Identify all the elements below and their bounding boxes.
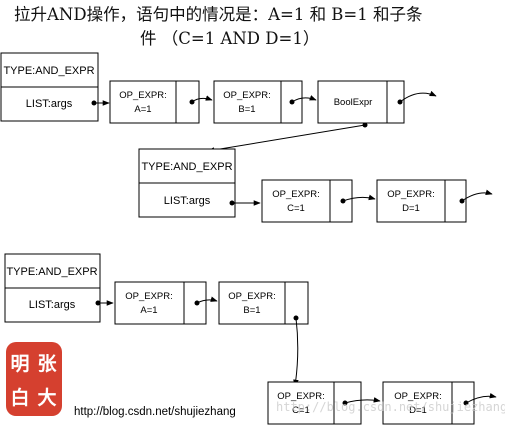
svg-text:D=1: D=1 [409,405,427,416]
svg-text:OP_EXPR:: OP_EXPR: [119,90,167,101]
svg-text:A=1: A=1 [140,305,157,316]
svg-text:OP_EXPR:: OP_EXPR: [387,189,435,200]
header-type-label: TYPE:AND_EXPR [6,266,97,278]
svg-text:张: 张 [37,353,57,375]
svg-text:OP_EXPR:: OP_EXPR: [125,291,173,302]
svg-text:D=1: D=1 [402,203,420,214]
and-expr-header: TYPE:AND_EXPR LIST:args [0,52,99,122]
svg-text:C=1: C=1 [292,405,310,416]
list-node: OP_EXPR: C=1 [267,381,362,425]
svg-text:OP_EXPR:: OP_EXPR: [272,189,320,200]
group-3: TYPE:AND_EXPR LIST:args OP_EXPR: A=1 OP_… [4,253,497,425]
blog-url: http://blog.csdn.net/shujiezhang [74,406,236,418]
seal-stamp-logo: 明 张 白 大 [6,342,62,416]
and-expr-header: TYPE:AND_EXPR LIST:args [138,148,236,218]
header-type-label: TYPE:AND_EXPR [3,65,94,77]
header-list-label: LIST:args [164,195,211,207]
svg-text:OP_EXPR:: OP_EXPR: [228,291,276,302]
and-expr-header: TYPE:AND_EXPR LIST:args [4,253,101,323]
list-node: BoolExpr [317,80,405,124]
list-node: OP_EXPR: B=1 [218,281,309,325]
title-line-1: 拉升AND操作，语句中的情况是：A=1 和 B=1 和子条 [14,5,423,24]
header-list-label: LIST:args [26,98,73,110]
svg-text:OP_EXPR:: OP_EXPR: [277,391,325,402]
svg-text:明: 明 [10,353,29,375]
list-node: OP_EXPR: C=1 [261,179,353,223]
list-node: OP_EXPR: D=1 [382,381,475,425]
group-1: TYPE:AND_EXPR LIST:args OP_EXPR: A=1 OP_… [0,52,437,124]
svg-text:A=1: A=1 [134,104,151,115]
list-node: OP_EXPR: A=1 [114,281,207,325]
svg-text:白: 白 [10,386,29,409]
list-node: OP_EXPR: D=1 [376,179,467,223]
list-node: OP_EXPR: A=1 [109,80,200,124]
svg-text:C=1: C=1 [287,203,305,214]
group-2: TYPE:AND_EXPR LIST:args OP_EXPR: C=1 OP_… [138,148,493,223]
svg-text:OP_EXPR:: OP_EXPR: [394,391,442,402]
title-line-2: 件 （C=1 AND D=1） [140,29,319,48]
header-type-label: TYPE:AND_EXPR [141,161,232,173]
svg-text:大: 大 [37,386,56,409]
header-list-label: LIST:args [29,299,76,311]
svg-text:OP_EXPR:: OP_EXPR: [223,90,271,101]
watermark: http://blog.csdn.net/shujiezhang [276,400,505,414]
list-node: OP_EXPR: B=1 [213,80,303,124]
svg-text:B=1: B=1 [238,104,255,115]
svg-text:B=1: B=1 [243,305,260,316]
svg-text:BoolExpr: BoolExpr [334,97,373,108]
